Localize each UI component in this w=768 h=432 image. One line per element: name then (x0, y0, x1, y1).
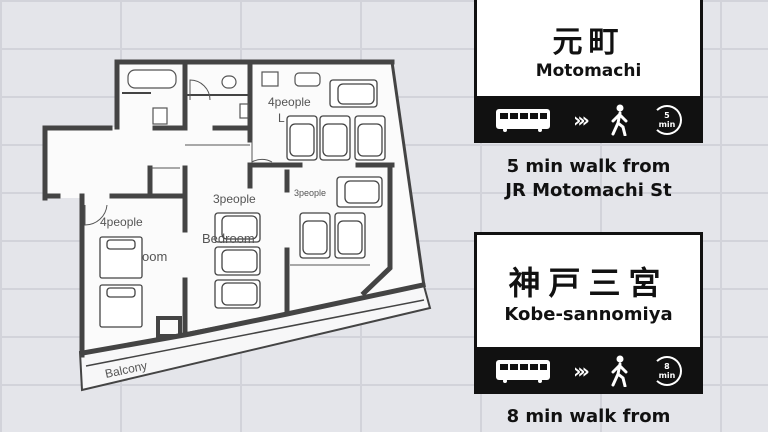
bedroom-label: oom (142, 249, 167, 264)
futon-icon (299, 212, 331, 259)
futon-icon (214, 212, 261, 243)
train-icon (496, 108, 551, 132)
toilet-icon (221, 75, 237, 89)
floor-plan: 4people L 3people Bedroom 3people 4peopl… (42, 59, 432, 392)
futon-icon (334, 212, 366, 259)
futon-icon (214, 246, 261, 276)
futon-icon (354, 115, 386, 161)
walking-person-icon (611, 355, 628, 387)
clock-minutes: 8 (664, 361, 670, 371)
chevrons-icon: ››› (573, 358, 590, 383)
room3-capacity: 3people (294, 188, 326, 198)
fixtures (127, 69, 321, 125)
bedroom-capacity: 4people (100, 215, 143, 229)
caption-line1: 5 min walk from (506, 156, 671, 177)
station-name-ja: 元町 (552, 24, 625, 60)
clock-unit: min (658, 119, 676, 129)
room2-label: Bedroom (202, 231, 255, 246)
station-name-en: Kobe-sannomiya (504, 303, 673, 325)
train-icon (496, 359, 551, 383)
walls (42, 59, 426, 358)
futon-icon (329, 79, 378, 108)
walk-caption-kobe-sannomiya: 8 min walk from (474, 405, 703, 429)
futons (99, 79, 386, 328)
stove-icon (261, 71, 279, 87)
chevrons-icon: ››› (573, 107, 590, 132)
bed-icon (99, 236, 143, 279)
caption-line1: 8 min walk from (506, 406, 671, 427)
walk-caption-motomachi: 5 min walk from JR Motomachi St (474, 155, 703, 203)
room2-capacity: 3people (213, 192, 256, 206)
futon-icon (214, 279, 261, 309)
walking-person-icon (611, 104, 628, 136)
caption-line2: JR Motomachi St (505, 180, 672, 201)
clock-unit: min (658, 370, 676, 380)
clock-minutes: 5 (664, 110, 670, 120)
living-room-label: L (278, 111, 285, 125)
sink-icon (294, 72, 321, 87)
futon-icon (286, 115, 318, 161)
bed-icon (99, 284, 143, 328)
futon-icon (336, 176, 383, 208)
station-name-ja: 神戸三宮 (508, 263, 669, 302)
futon-icon (319, 115, 351, 161)
station-name-en: Motomachi (535, 60, 642, 81)
living-room-capacity: 4people (268, 95, 311, 109)
bathtub-icon (127, 69, 177, 89)
